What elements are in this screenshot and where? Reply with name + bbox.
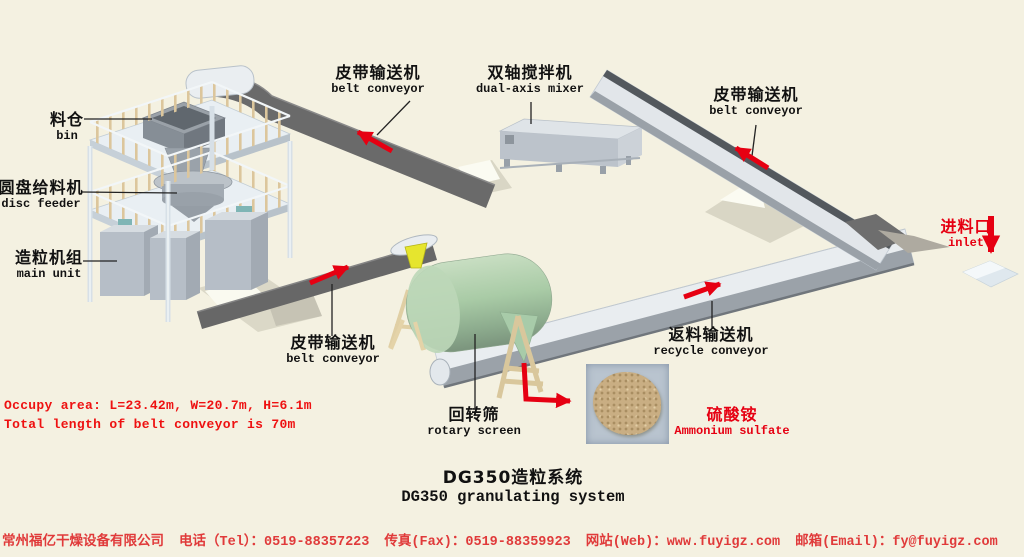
footer-company: 常州福亿干燥设备有限公司 [2, 535, 164, 550]
tower-legs [87, 106, 293, 322]
label-belt-conveyor-top: 皮带输送机 belt conveyor [331, 64, 425, 97]
flow-arrows [309, 129, 1001, 409]
label-belt-conveyor-mid-zh: 皮带输送机 [290, 333, 376, 352]
tower-railings [89, 80, 291, 244]
granule-pile [593, 372, 661, 435]
diagram-title-zh: DG350造粒系统 [442, 468, 584, 488]
arrow-belt-right [734, 145, 770, 171]
label-belt-conveyor-right: 皮带输送机 belt conveyor [709, 86, 803, 119]
label-inlet-zh: 进料口 [940, 217, 992, 236]
footer-fax: 传真(Fax)：0519-88359923 [384, 535, 571, 550]
label-disc-feeder-zh: 圆盘给料机 [0, 178, 84, 197]
occupy-area-specs: Occupy area: L=23.42m, W=20.7m, H=6.1m T… [4, 396, 312, 434]
inlet-pad [962, 260, 1019, 288]
footer-web[interactable]: 网站(Web)：www.fuyigz.com [585, 535, 781, 550]
label-disc-feeder: 圆盘给料机 disc feeder [0, 179, 84, 212]
footer-email[interactable]: 邮箱(Email)：fy@fuyigz.com [795, 535, 998, 550]
rotary-screen-shape [388, 242, 553, 399]
label-belt-conveyor-right-zh: 皮带输送机 [713, 85, 799, 104]
label-rotary-screen-en: rotary screen [427, 424, 521, 438]
arrow-product-out [521, 362, 572, 409]
label-main-unit: 造粒机组 main unit [15, 249, 83, 282]
arrow-belt-top [356, 129, 394, 154]
label-belt-conveyor-right-en: belt conveyor [709, 104, 803, 118]
label-ammonium-sulfate: 硫酸铵 Ammonium sulfate [674, 406, 789, 439]
tower-structure [87, 80, 293, 322]
label-belt-conveyor-top-en: belt conveyor [331, 82, 425, 96]
label-disc-feeder-en: disc feeder [1, 197, 81, 211]
feed-funnel [404, 242, 428, 269]
conveyor-junction [845, 214, 950, 253]
spec-line-2: Total length of belt conveyor is 70m [4, 417, 296, 432]
arrow-belt-mid [309, 264, 350, 286]
label-belt-conveyor-top-zh: 皮带输送机 [335, 63, 421, 82]
leader-lines [81, 100, 757, 408]
footer-tel: 电话（Tel）：0519-88357223 [179, 535, 370, 550]
label-bin-zh: 料仓 [49, 110, 85, 129]
label-main-unit-zh: 造粒机组 [14, 248, 84, 267]
label-recycle-conveyor-en: recycle conveyor [653, 344, 769, 358]
label-recycle-conveyor-zh: 返料输送机 [668, 325, 754, 344]
label-belt-conveyor-mid-en: belt conveyor [286, 352, 380, 366]
label-recycle-conveyor: 返料输送机 recycle conveyor [653, 326, 768, 359]
diagram-title-en: DG350 granulating system [401, 488, 625, 506]
label-bin: 料仓 bin [50, 111, 84, 144]
dual-axis-mixer-shape [498, 118, 644, 174]
ammonium-sulfate-photo [586, 364, 669, 444]
spec-line-1: Occupy area: L=23.42m, W=20.7m, H=6.1m [4, 398, 312, 413]
label-dual-axis-mixer: 双轴搅拌机 dual-axis mixer [476, 64, 584, 97]
diagram-title: DG350造粒系统 DG350 granulating system [401, 468, 624, 507]
label-belt-conveyor-mid: 皮带输送机 belt conveyor [286, 334, 380, 367]
label-inlet-en: inlet [947, 236, 985, 250]
arrow-recycle [683, 281, 722, 300]
label-rotary-screen: 回转筛 rotary screen [427, 406, 521, 439]
label-bin-en: bin [56, 129, 78, 143]
label-ammonium-sulfate-zh: 硫酸铵 [706, 405, 758, 424]
label-rotary-screen-zh: 回转筛 [448, 405, 500, 424]
label-dual-axis-mixer-zh: 双轴搅拌机 [487, 63, 573, 82]
recycle-end-roller [429, 358, 451, 386]
label-dual-axis-mixer-en: dual-axis mixer [475, 82, 585, 96]
label-main-unit-en: main unit [16, 267, 82, 281]
label-inlet: 进料口 inlet [940, 218, 991, 251]
label-ammonium-sulfate-en: Ammonium sulfate [674, 424, 790, 438]
footer-contact-bar: 常州福亿干燥设备有限公司 电话（Tel）：0519-88357223 传真(Fa… [2, 533, 1024, 553]
